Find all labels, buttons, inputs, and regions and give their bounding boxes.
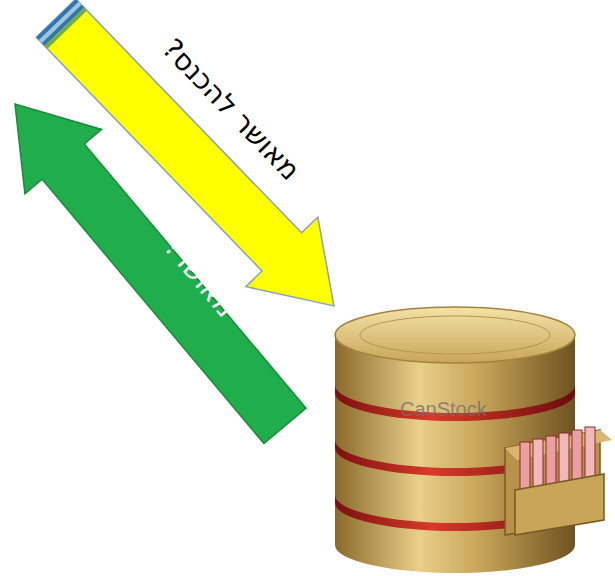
watermark: CanStock	[400, 398, 487, 421]
